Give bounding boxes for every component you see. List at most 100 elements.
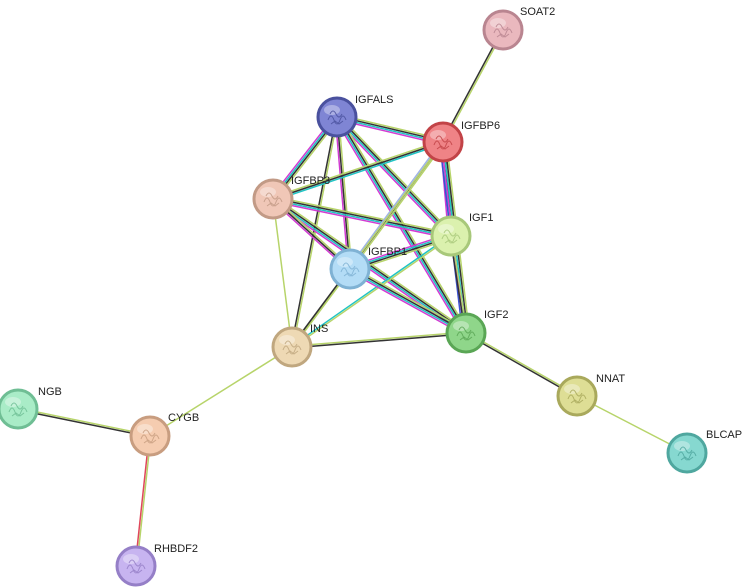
edge-igfbp1-igf2[interactable] [348, 266, 468, 336]
protein-structure-icon [8, 402, 28, 417]
node-bubble[interactable] [422, 121, 464, 163]
edge-cygb-rhbdf2[interactable] [134, 435, 152, 567]
edge-ins-cygb[interactable] [149, 346, 293, 437]
node-highlight [490, 18, 506, 28]
edge-strand [442, 29, 505, 144]
edge-strand [349, 267, 468, 334]
edge-igfals-igf1[interactable] [334, 114, 454, 239]
node-bubble[interactable] [115, 545, 157, 587]
node-ngb[interactable]: NGB [0, 386, 62, 430]
edge-strand [134, 435, 150, 567]
node-highlight [137, 424, 153, 434]
node-label: INS [310, 323, 328, 335]
node-rhbdf2[interactable]: RHBDF2 [115, 543, 198, 587]
edge-strand [337, 116, 353, 270]
edge-ngb-cygb[interactable] [17, 407, 151, 438]
node-igf1[interactable]: IGF1 [430, 212, 493, 257]
edge-strand [441, 28, 504, 143]
edge-strand [273, 196, 469, 332]
node-soat2[interactable]: SOAT2 [482, 6, 555, 51]
node-bubble[interactable] [252, 178, 294, 220]
edge-strand [335, 116, 452, 238]
edge-strand [348, 270, 466, 336]
edge-strand [338, 114, 454, 235]
node-label: IGF1 [469, 212, 493, 224]
node-highlight [337, 257, 353, 267]
edge-igfbp3-igf1[interactable] [271, 195, 453, 240]
protein-structure-icon [126, 559, 146, 574]
edge-igfbp3-ins[interactable] [272, 198, 293, 348]
node-igf2[interactable]: IGF2 [445, 309, 508, 354]
node-igfals[interactable]: IGFALS [316, 94, 394, 138]
node-nnat[interactable]: NNAT [556, 373, 625, 417]
edge-strand [291, 331, 467, 347]
edge-soat2-igfbp6[interactable] [441, 28, 505, 144]
edge-strand [576, 395, 688, 454]
node-bubble[interactable] [0, 388, 39, 430]
node-blcap[interactable]: BLCAP [666, 429, 742, 474]
edge-nnat-blcap[interactable] [576, 395, 688, 454]
edge-igfals-ins[interactable] [290, 116, 339, 348]
protein-structure-icon [340, 262, 360, 277]
node-bubble[interactable] [316, 96, 358, 138]
node-label: CYGB [168, 412, 199, 424]
edge-strand [350, 142, 446, 271]
edge-strand [465, 331, 579, 397]
edge-strand [291, 235, 453, 349]
node-igfbp3[interactable]: IGFBP3 [252, 175, 330, 220]
edge-strand [290, 116, 337, 348]
node-bubble[interactable] [430, 215, 472, 257]
node-highlight [430, 130, 446, 140]
node-label: IGFBP3 [291, 175, 330, 187]
node-highlight [5, 397, 21, 407]
node-label: SOAT2 [520, 6, 555, 18]
node-cygb[interactable]: CYGB [129, 412, 199, 457]
edge-igfbp3-igfbp6[interactable] [271, 139, 445, 202]
node-bubble[interactable] [445, 312, 487, 354]
edge-strand [149, 346, 293, 437]
edge-igfals-igfbp1[interactable] [334, 116, 353, 270]
node-bubble[interactable] [129, 415, 171, 457]
node-highlight [564, 384, 580, 394]
node-ins[interactable]: INS [271, 323, 328, 368]
protein-structure-icon [567, 389, 587, 404]
node-label: NNAT [596, 373, 625, 385]
edge-strand [272, 142, 445, 202]
edge-strand [334, 116, 350, 270]
node-bubble[interactable] [482, 9, 524, 51]
node-highlight [260, 187, 276, 197]
node-label: NGB [38, 386, 62, 398]
node-highlight [123, 554, 139, 564]
node-bubble[interactable] [271, 326, 313, 368]
node-label: IGFALS [355, 94, 394, 106]
protein-structure-icon [456, 326, 476, 341]
node-label: BLCAP [706, 429, 742, 441]
edge-strand [136, 435, 152, 567]
edge-igf2-nnat[interactable] [464, 331, 579, 398]
protein-structure-icon [282, 340, 302, 355]
protein-structure-icon [433, 135, 453, 150]
protein-structure-icon [140, 429, 160, 444]
protein-structure-icon [327, 110, 347, 125]
edge-strand [348, 268, 467, 335]
node-igfbp1[interactable]: IGFBP1 [329, 246, 407, 290]
edge-ins-igf2[interactable] [291, 331, 467, 349]
node-bubble[interactable] [556, 375, 598, 417]
edge-strand [271, 139, 444, 199]
edge-strand [336, 116, 351, 270]
node-bubble[interactable] [666, 432, 708, 474]
edge-strand [272, 197, 452, 236]
node-highlight [674, 441, 690, 451]
node-bubble[interactable] [329, 248, 371, 290]
edge-strand [272, 195, 453, 235]
edge-strand [291, 333, 467, 349]
edge-strand [271, 200, 452, 240]
protein-structure-icon [441, 229, 461, 244]
node-igfbp6[interactable]: IGFBP6 [422, 120, 500, 163]
node-label: IGFBP6 [461, 120, 500, 132]
edge-igf1-ins[interactable] [290, 234, 453, 349]
node-highlight [453, 321, 469, 331]
edge-strand [272, 141, 444, 200]
